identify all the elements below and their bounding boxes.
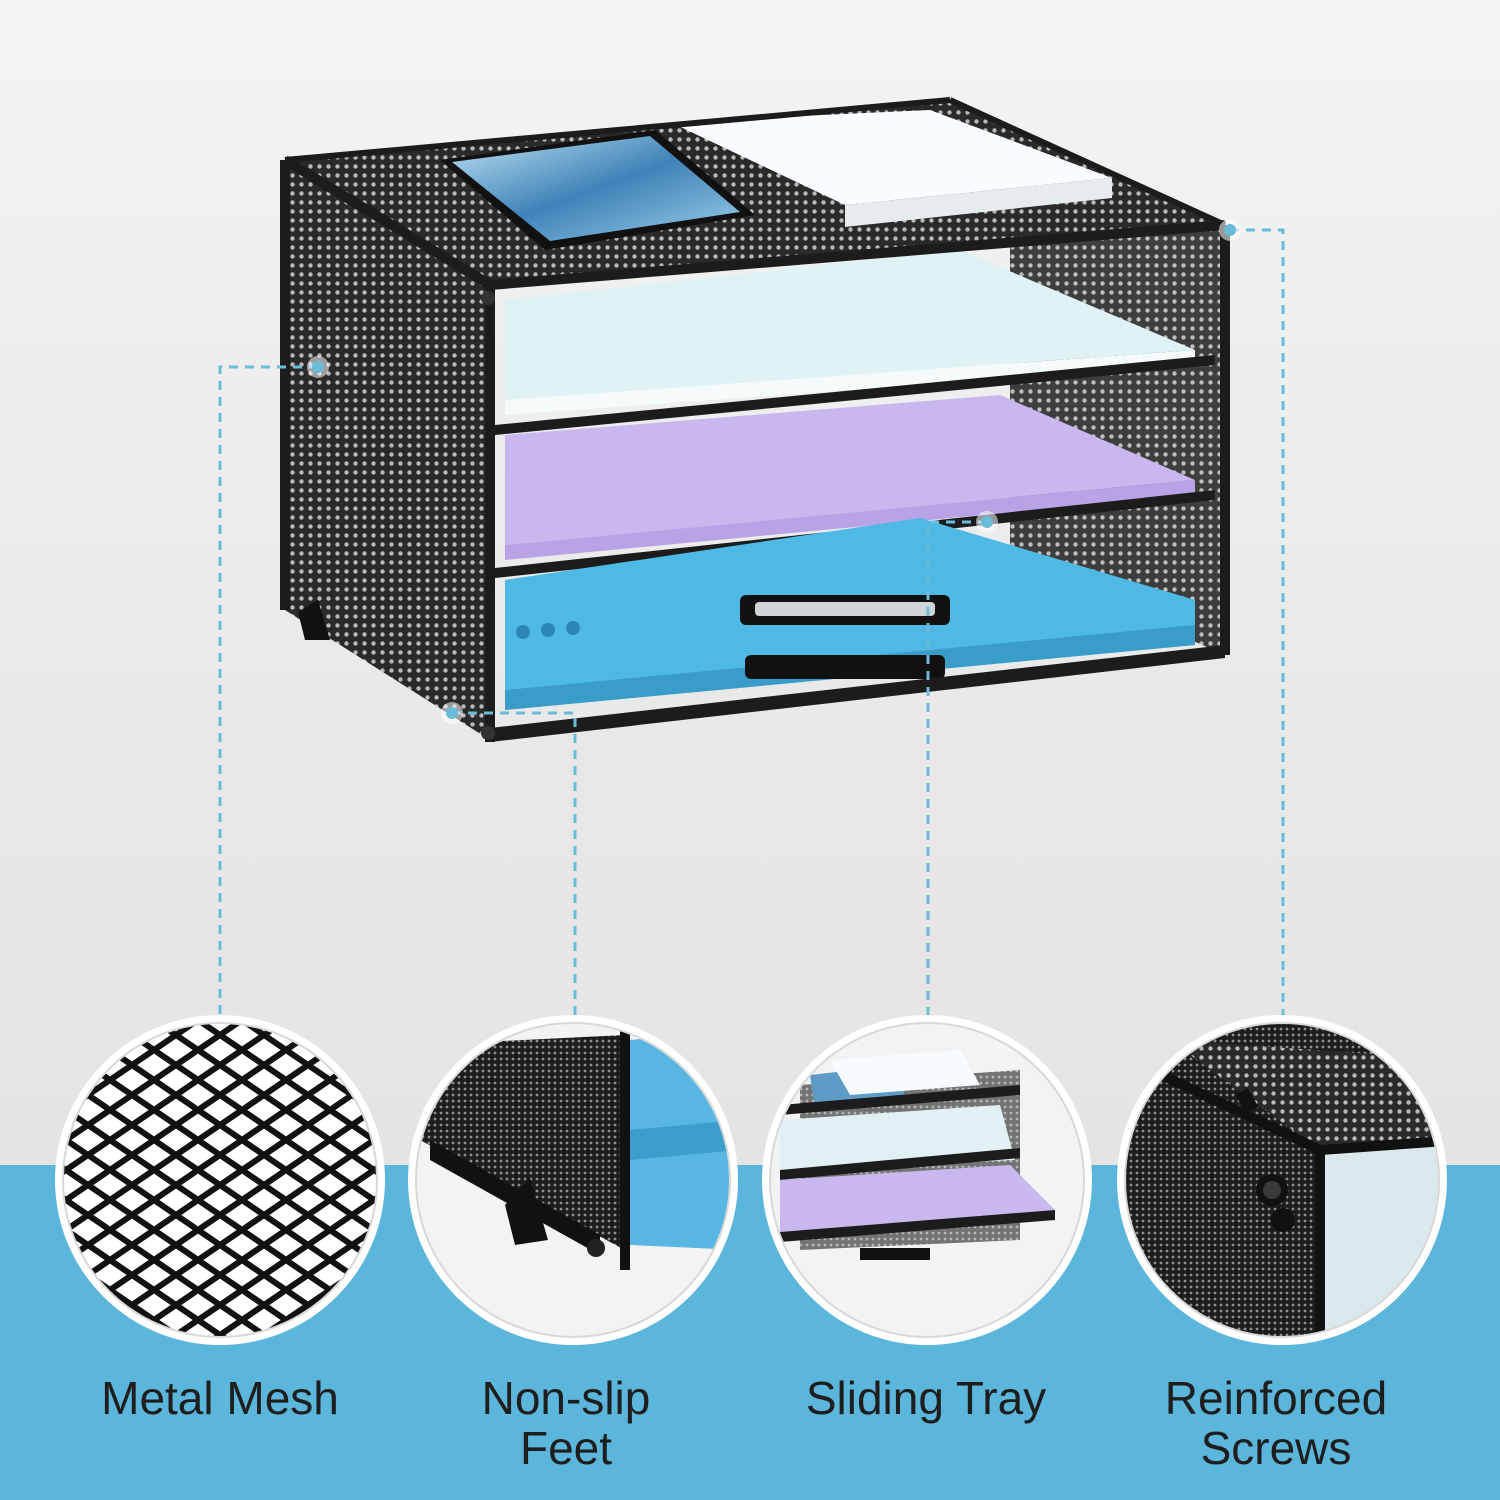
notepad-icon [670, 110, 1112, 227]
side-panel-mesh [285, 160, 490, 740]
foot-left [298, 600, 330, 640]
detail-circle-sliding-tray [762, 1015, 1092, 1345]
callout-dots [307, 219, 1241, 724]
label-metal-mesh: Metal Mesh [101, 1372, 339, 1424]
mesh-texture-icon [63, 1023, 377, 1337]
label-sliding-tray: Sliding Tray [805, 1372, 1047, 1424]
detail-circle-metal-mesh [55, 1015, 385, 1345]
callout-lines [218, 228, 1285, 1022]
paper-purple [505, 395, 1195, 545]
label-non-slip-feet: Non-slip Feet [481, 1372, 651, 1474]
desk-organizer [280, 97, 1230, 742]
label-reinforced-screws: Reinforced Screws [1164, 1372, 1388, 1474]
sliding-tray-icon [780, 1165, 1055, 1232]
screw-icon [1256, 1174, 1295, 1232]
foot-icon [505, 1178, 548, 1245]
detail-circle-non-slip-feet [408, 1015, 738, 1345]
detail-circle-reinforced-screws [1117, 1015, 1447, 1345]
phone-icon [440, 130, 755, 250]
